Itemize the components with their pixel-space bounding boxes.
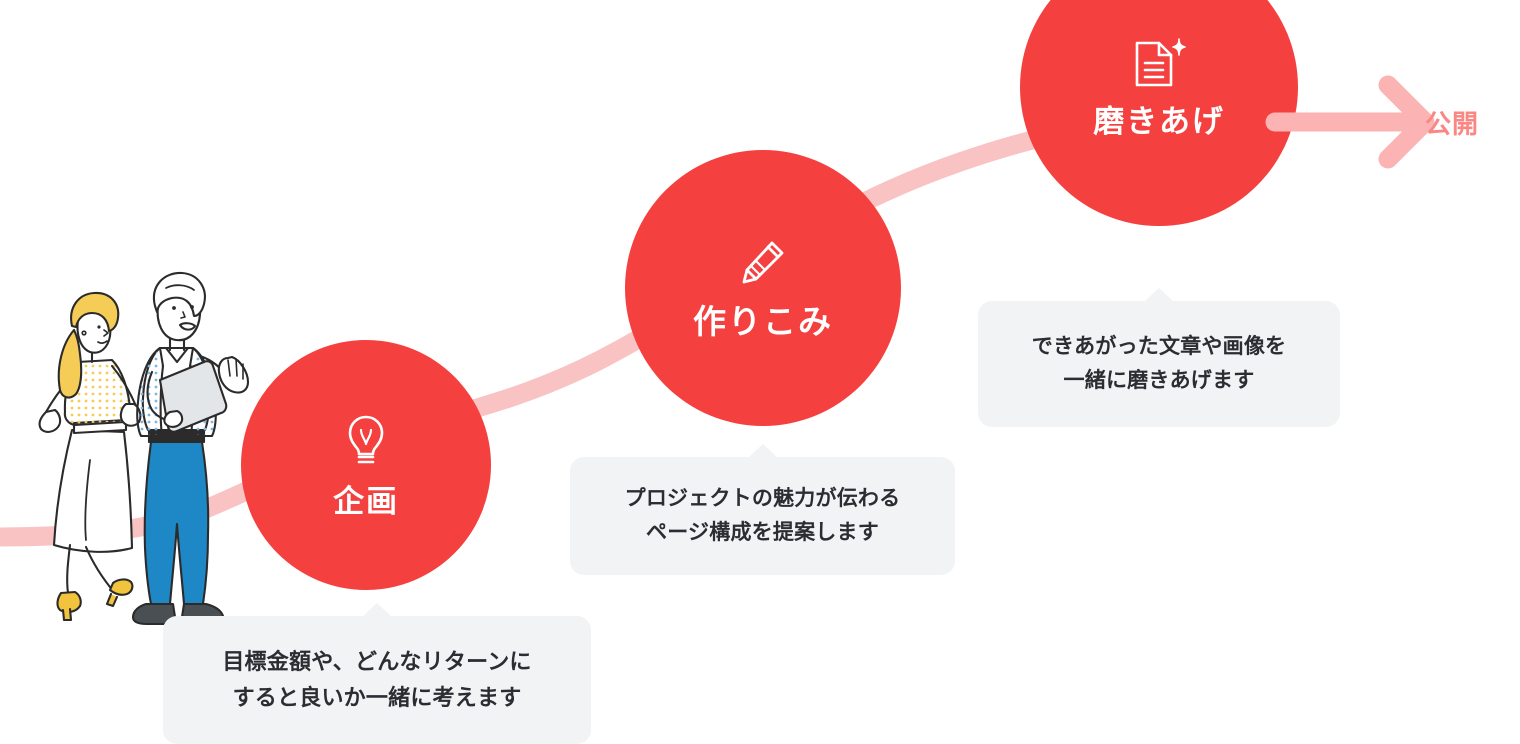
flow-step-migakiage[interactable]: 磨きあげ	[1020, 0, 1298, 226]
flow-step-tsukurikomi[interactable]: 作りこみ	[625, 150, 901, 426]
tooltip-line: ページ構成を提案します	[646, 521, 879, 544]
pencil-icon	[739, 238, 787, 291]
flow-step-kikaku[interactable]: 企画	[241, 340, 491, 590]
tooltip-line: 目標金額や、どんなリターンに	[222, 649, 532, 675]
publish-label: 公開	[1424, 109, 1480, 139]
tooltip-line: できあがった文章や画像を	[1031, 334, 1287, 358]
flow-step-label: 作りこみ	[693, 303, 833, 340]
lightbulb-icon	[344, 413, 388, 472]
tooltip-line: プロジェクトの魅力が伝わる	[624, 486, 901, 510]
document-sparkle-icon	[1131, 37, 1187, 94]
flow-step-label: 企画	[333, 484, 399, 519]
tooltip-line: すると良いか一緒に考えます	[232, 685, 522, 710]
tooltip-line: 一緒に磨きあげます	[1063, 369, 1255, 392]
tooltip-kikaku: 目標金額や、どんなリターンに すると良いか一緒に考えます	[163, 616, 591, 744]
flow-step-label: 磨きあげ	[1093, 104, 1225, 139]
tooltip-migakiage: できあがった文章や画像を 一緒に磨きあげます	[978, 301, 1340, 427]
tooltip-tsukurikomi: プロジェクトの魅力が伝わる ページ構成を提案します	[570, 457, 955, 575]
